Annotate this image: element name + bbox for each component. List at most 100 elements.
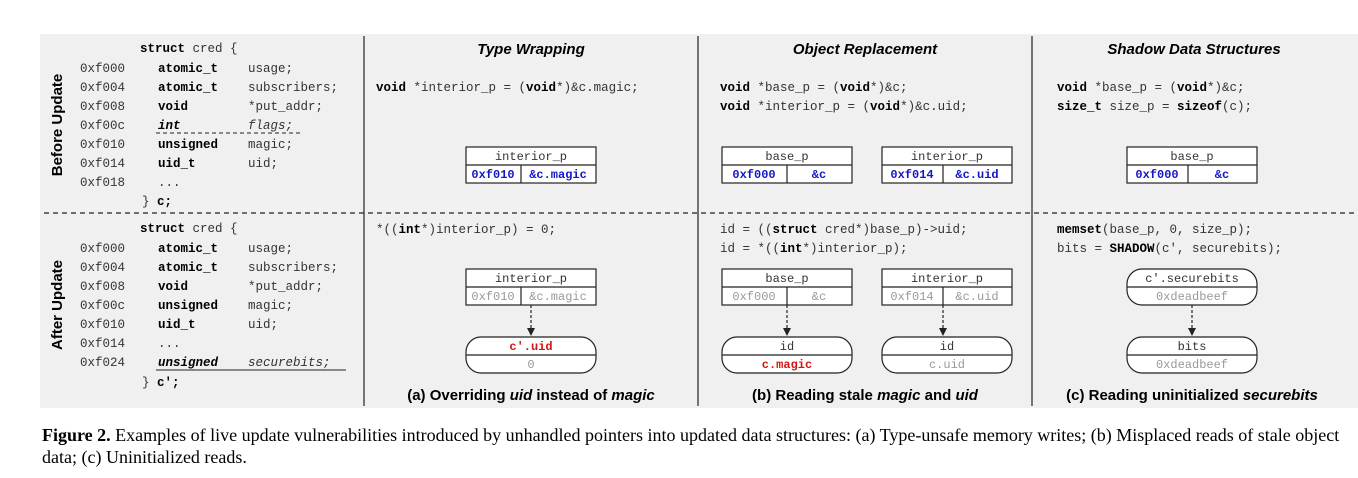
struct-before: struct cred { 0xf000 atomic_t usage; 0xf…	[80, 42, 338, 209]
svg-text:0xf010: 0xf010	[80, 138, 125, 152]
svg-text:0xdeadbeef: 0xdeadbeef	[1156, 290, 1228, 304]
code-line: id = ((struct cred*)base_p)->uid;	[720, 223, 968, 237]
svg-text:unsigned: unsigned	[158, 356, 219, 370]
svg-text:interior_p: interior_p	[495, 150, 567, 164]
pointer-box: base_p 0xf000 &c	[721, 268, 853, 306]
figure-caption-text: Examples of live update vulnerabilities …	[42, 425, 1340, 467]
svg-text:0xf010: 0xf010	[80, 318, 125, 332]
svg-text:0: 0	[527, 358, 534, 372]
target-field: c'.uid 0	[465, 336, 597, 374]
code-line: id = *((int*)interior_p);	[720, 242, 908, 256]
pointer-box: interior_p 0xf014 &c.uid	[881, 268, 1013, 306]
arrow-head	[1188, 328, 1196, 336]
struct-row: 0xf000 atomic_t usage;	[80, 242, 293, 256]
shadow-column: void *base_p = (void*)&c; size_t size_p …	[1057, 81, 1318, 404]
code-line: void *interior_p = (void*)&c.uid;	[720, 100, 968, 114]
svg-text:0xf008: 0xf008	[80, 100, 125, 114]
svg-text:atomic_t: atomic_t	[158, 81, 218, 95]
svg-text:&c.magic: &c.magic	[529, 168, 587, 182]
svg-text:0xf00c: 0xf00c	[80, 119, 125, 133]
pointer-box: interior_p 0xf010 &c.magic	[465, 268, 597, 306]
struct-row: 0xf000 atomic_t usage;	[80, 62, 293, 76]
svg-text:0xf000: 0xf000	[732, 290, 775, 304]
svg-text:*put_addr;: *put_addr;	[248, 280, 323, 294]
svg-text:c.uid: c.uid	[929, 358, 965, 372]
svg-text:...: ...	[158, 176, 181, 190]
pointer-box: interior_p 0xf010 &c.magic	[465, 146, 597, 184]
before-update-label: Before Update	[49, 74, 66, 177]
struct-row-added: 0xf024 unsigned securebits;	[80, 356, 346, 371]
svg-text:...: ...	[158, 337, 181, 351]
svg-text:0xf000: 0xf000	[80, 62, 125, 76]
svg-text:base_p: base_p	[765, 150, 808, 164]
svg-text:subscribers;: subscribers;	[248, 261, 338, 275]
struct-after: struct cred { 0xf000 atomic_t usage; 0xf…	[80, 222, 346, 390]
svg-text:uid_t: uid_t	[158, 157, 196, 171]
struct-footer: } c;	[142, 195, 172, 209]
struct-row: 0xf018 ...	[80, 176, 181, 190]
svg-text:base_p: base_p	[765, 272, 808, 286]
svg-text:*put_addr;: *put_addr;	[248, 100, 323, 114]
svg-text:int: int	[158, 119, 181, 133]
pointer-box: base_p 0xf000 &c	[1126, 146, 1258, 184]
svg-text:atomic_t: atomic_t	[158, 242, 218, 256]
subcaption-b: (b) Reading stale magic and uid	[752, 387, 979, 404]
svg-text:0xf00c: 0xf00c	[80, 299, 125, 313]
struct-row: 0xf014 uid_t uid;	[80, 157, 278, 171]
svg-text:id: id	[780, 340, 794, 354]
svg-text:bits: bits	[1178, 340, 1207, 354]
struct-row: 0xf00c unsigned magic;	[80, 299, 293, 313]
subcaption-c: (c) Reading uninitialized securebits	[1066, 387, 1318, 404]
svg-text:atomic_t: atomic_t	[158, 62, 218, 76]
svg-text:usage;: usage;	[248, 62, 293, 76]
svg-text:base_p: base_p	[1170, 150, 1213, 164]
svg-text:uid;: uid;	[248, 318, 278, 332]
arrow-head	[939, 328, 947, 336]
figure-label: Figure 2.	[42, 425, 111, 445]
svg-text:&c: &c	[1215, 168, 1229, 182]
struct-row: 0xf004 atomic_t subscribers;	[80, 261, 338, 275]
target-field: id c.uid	[881, 336, 1013, 374]
struct-row-removed: 0xf00c int flags;	[80, 119, 300, 134]
shadow-source-field: c'.securebits 0xdeadbeef	[1126, 268, 1258, 306]
code-line: void *base_p = (void*)&c;	[720, 81, 908, 95]
svg-text:uid_t: uid_t	[158, 318, 196, 332]
svg-text:unsigned: unsigned	[158, 299, 218, 313]
svg-text:&c: &c	[812, 290, 826, 304]
svg-text:c'.securebits: c'.securebits	[1145, 272, 1239, 286]
svg-text:0xf010: 0xf010	[471, 290, 514, 304]
struct-row: 0xf010 unsigned magic;	[80, 138, 293, 152]
svg-text:c'.uid: c'.uid	[509, 340, 552, 354]
svg-text:magic;: magic;	[248, 138, 293, 152]
svg-text:subscribers;: subscribers;	[248, 81, 338, 95]
struct-row: 0xf008 void *put_addr;	[80, 100, 323, 114]
svg-text:&c.uid: &c.uid	[955, 168, 998, 182]
svg-text:c.magic: c.magic	[762, 358, 812, 372]
svg-text:uid;: uid;	[248, 157, 278, 171]
pointer-box: interior_p 0xf014 &c.uid	[881, 146, 1013, 184]
svg-text:0xf024: 0xf024	[80, 356, 125, 370]
pointer-box: base_p 0xf000 &c	[721, 146, 853, 184]
arrow-head	[783, 328, 791, 336]
subcaption-a: (a) Overriding uid instead of magic	[407, 387, 655, 404]
svg-text:securebits;: securebits;	[248, 356, 331, 370]
svg-text:0xf000: 0xf000	[80, 242, 125, 256]
svg-text:id: id	[940, 340, 954, 354]
target-field: id c.magic	[721, 336, 853, 374]
svg-text:void: void	[158, 280, 188, 294]
svg-text:&c: &c	[812, 168, 826, 182]
svg-text:atomic_t: atomic_t	[158, 261, 218, 275]
header-shadow-data-structures: Shadow Data Structures	[1107, 41, 1280, 58]
svg-text:&c.uid: &c.uid	[955, 290, 998, 304]
code-line: size_t size_p = sizeof(c);	[1057, 100, 1252, 114]
svg-text:0xf014: 0xf014	[80, 337, 125, 351]
struct-row: 0xf010 uid_t uid;	[80, 318, 278, 332]
svg-text:flags;: flags;	[248, 119, 293, 133]
struct-footer: } c';	[142, 376, 180, 390]
svg-text:0xf008: 0xf008	[80, 280, 125, 294]
svg-text:interior_p: interior_p	[495, 272, 567, 286]
svg-text:magic;: magic;	[248, 299, 293, 313]
code-line: bits = SHADOW(c', securebits);	[1057, 242, 1282, 256]
svg-text:&c.magic: &c.magic	[529, 290, 587, 304]
